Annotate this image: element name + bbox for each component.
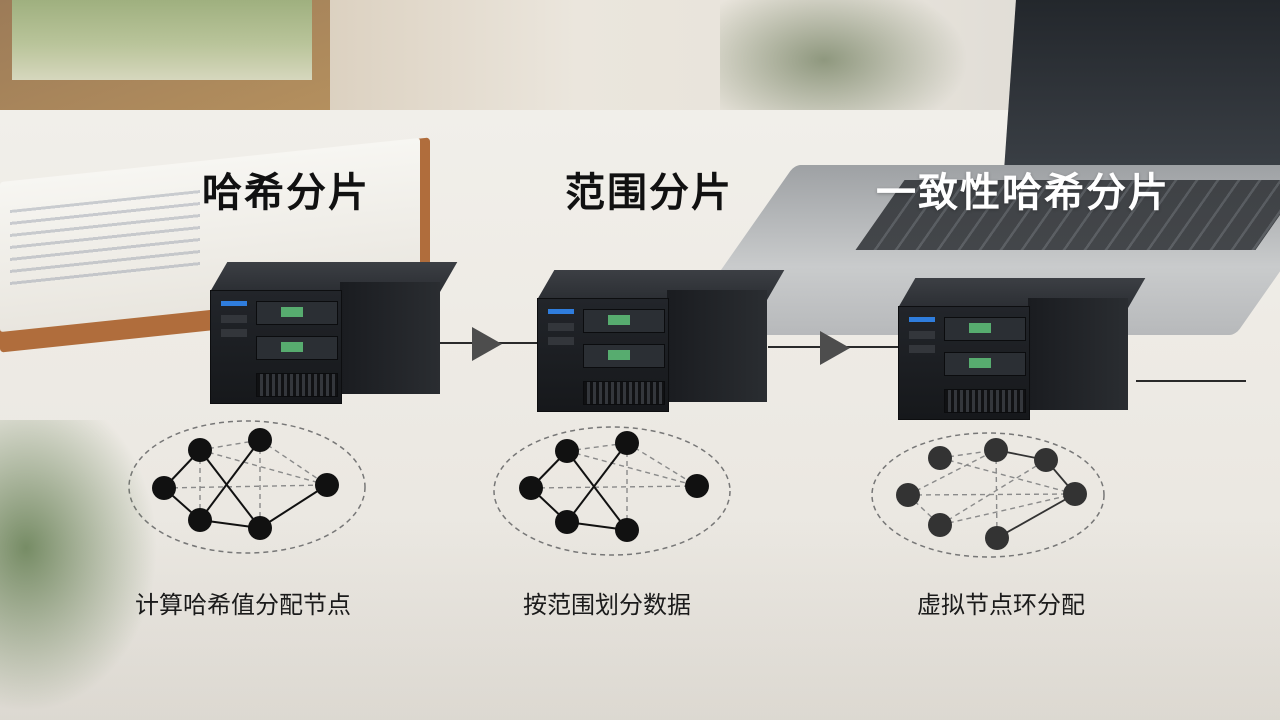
- title-range-sharding: 范围分片: [565, 169, 733, 216]
- diagram-ellipse: [871, 432, 1105, 558]
- server-slot: [221, 315, 247, 323]
- diagram-ellipse: [128, 420, 366, 554]
- server-slot: [909, 331, 935, 339]
- dashed-edges: [530, 442, 698, 530]
- server-slot: [548, 323, 574, 331]
- cable-3: [1136, 380, 1246, 382]
- window-pane: [12, 0, 312, 80]
- vent-grill: [256, 373, 338, 397]
- title-consistent-hash-sharding: 一致性哈希分片: [876, 169, 1170, 216]
- diagram-ellipse: [493, 426, 731, 556]
- range-node-diagram: [493, 426, 731, 556]
- server-side: [1028, 298, 1128, 410]
- server-front: [210, 290, 342, 404]
- drive-bay: [944, 317, 1026, 341]
- vent-grill: [944, 389, 1026, 413]
- status-led: [548, 309, 574, 314]
- consistent-hash-node-diagram: [871, 432, 1105, 558]
- drive-bay: [944, 352, 1026, 376]
- drive-bay: [583, 309, 665, 333]
- drive-bay: [583, 344, 665, 368]
- caption-hash: 计算哈希值分配节点: [135, 591, 351, 619]
- server-front: [537, 298, 669, 412]
- nodes: [896, 438, 1087, 550]
- foreground-plant: [0, 420, 180, 720]
- server-slot: [548, 337, 574, 345]
- laptop-screen: [1004, 0, 1280, 170]
- title-hash-sharding: 哈希分片: [202, 169, 370, 216]
- server-side: [340, 282, 440, 394]
- caption-consistent-hash: 虚拟节点环分配: [917, 591, 1085, 619]
- server-consistent-hash: [898, 278, 1146, 420]
- vent-grill: [583, 381, 665, 405]
- nodes: [519, 431, 709, 542]
- server-front: [898, 306, 1030, 420]
- arrow-right-icon: [472, 327, 502, 361]
- server-side: [667, 290, 767, 402]
- server-slot: [909, 345, 935, 353]
- caption-range: 按范围划分数据: [523, 591, 691, 619]
- server-hash: [210, 262, 458, 404]
- status-led: [909, 317, 935, 322]
- arrow-right-icon: [820, 331, 850, 365]
- server-slot: [221, 329, 247, 337]
- nodes: [152, 428, 339, 540]
- drive-bay: [256, 336, 338, 360]
- drive-bay: [256, 301, 338, 325]
- status-led: [221, 301, 247, 306]
- server-range: [537, 270, 785, 412]
